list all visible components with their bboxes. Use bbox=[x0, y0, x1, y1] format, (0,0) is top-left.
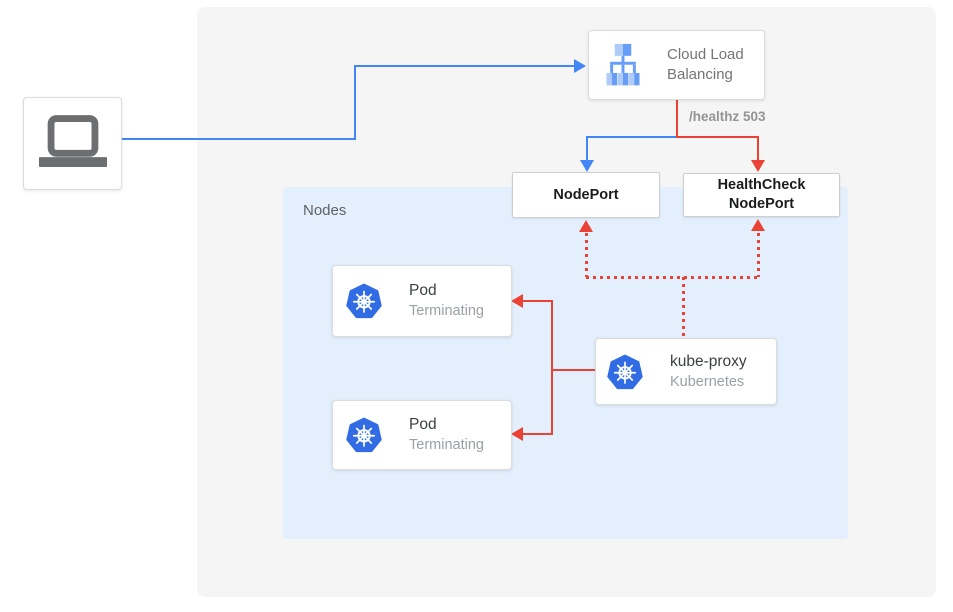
edge-segment bbox=[757, 233, 760, 277]
edge-segment bbox=[682, 277, 685, 338]
pod-title: Pod bbox=[409, 282, 437, 299]
edge-segment bbox=[522, 433, 553, 435]
arrowhead bbox=[751, 160, 765, 172]
arrowhead bbox=[580, 160, 594, 172]
pod-status: Terminating bbox=[409, 303, 484, 319]
load-balancer-icon bbox=[601, 42, 645, 88]
healthcheck-label-line1: HealthCheck bbox=[717, 177, 806, 193]
edge-segment bbox=[676, 136, 759, 138]
kube-proxy-title: kube-proxy bbox=[670, 352, 747, 370]
kubernetes-icon bbox=[345, 282, 383, 320]
pod-node-2: Pod Terminating bbox=[332, 400, 512, 470]
healthz-edge-label: /healthz 503 bbox=[689, 109, 766, 124]
edge-segment bbox=[586, 136, 588, 162]
edge-segment bbox=[586, 136, 678, 138]
clb-label-line1: Cloud Load bbox=[667, 46, 744, 63]
kubernetes-icon bbox=[345, 416, 383, 454]
kube-proxy-subtitle: Kubernetes bbox=[670, 373, 745, 390]
edge-segment bbox=[586, 276, 759, 279]
nodeport-label: NodePort bbox=[553, 186, 619, 203]
edge-segment bbox=[522, 300, 553, 302]
healthcheck-label-line2: NodePort bbox=[728, 196, 795, 212]
cloud-load-balancing-node: Cloud Load Balancing bbox=[588, 30, 765, 100]
edge-segment bbox=[553, 369, 595, 371]
pod-node-1: Pod Terminating bbox=[332, 265, 512, 337]
healthcheck-nodeport-node: HealthCheck NodePort bbox=[683, 173, 840, 217]
arrowhead bbox=[511, 427, 523, 441]
edge-segment bbox=[676, 100, 678, 138]
edge-segment bbox=[122, 138, 356, 140]
pod-status: Terminating bbox=[409, 437, 484, 453]
clb-label-line2: Balancing bbox=[667, 66, 733, 83]
arrowhead bbox=[579, 220, 593, 232]
edge-segment bbox=[585, 233, 588, 277]
edge-segment bbox=[551, 300, 553, 435]
edge-segment bbox=[757, 136, 759, 162]
kube-proxy-node: kube-proxy Kubernetes bbox=[595, 338, 777, 405]
kubernetes-icon bbox=[606, 353, 644, 391]
pod-title: Pod bbox=[409, 416, 437, 433]
client-node bbox=[23, 97, 122, 190]
arrowhead bbox=[751, 219, 765, 231]
nodeport-node: NodePort bbox=[512, 172, 660, 218]
edge-segment bbox=[354, 65, 356, 140]
arrowhead bbox=[574, 59, 586, 73]
laptop-icon bbox=[35, 114, 111, 173]
nodes-panel-label: Nodes bbox=[303, 202, 347, 219]
arrowhead bbox=[511, 294, 523, 308]
edge-segment bbox=[354, 65, 574, 67]
